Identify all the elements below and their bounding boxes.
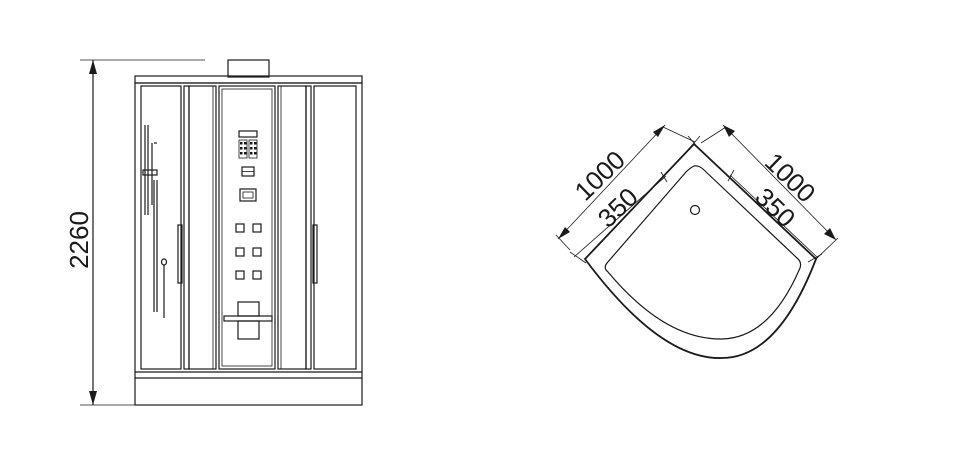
speaker-box [239,188,257,202]
keypad-left [238,139,248,159]
center-column [218,85,276,370]
drain [689,204,701,216]
massage-jets [235,223,262,280]
plan-view: 1000 350 1000 350 [555,124,839,359]
roof-vent [227,59,270,78]
left-door [188,85,217,370]
base-tray [135,371,362,379]
jet [252,223,262,233]
height-label: 2260 [64,211,94,269]
switch-box [241,166,255,177]
right-glass-panel [305,85,357,370]
tray-inner [604,165,802,340]
hand-shower [153,180,168,318]
height-dimension: 2260 [64,59,205,406]
folding-seat [223,301,273,340]
jet [252,270,262,280]
left-door-handle [177,224,183,284]
jet [252,247,262,257]
jet [235,247,245,257]
keypad-right [248,139,258,159]
shower-rail [142,125,158,215]
jet [235,270,245,280]
cabin-body [134,82,363,406]
corner-mark [687,135,701,151]
control-panel [238,130,258,159]
tray-outline [583,142,818,359]
front-view: 2260 [64,59,363,406]
jet [235,223,245,233]
right-door-handle [312,224,318,284]
right-door [277,85,307,370]
